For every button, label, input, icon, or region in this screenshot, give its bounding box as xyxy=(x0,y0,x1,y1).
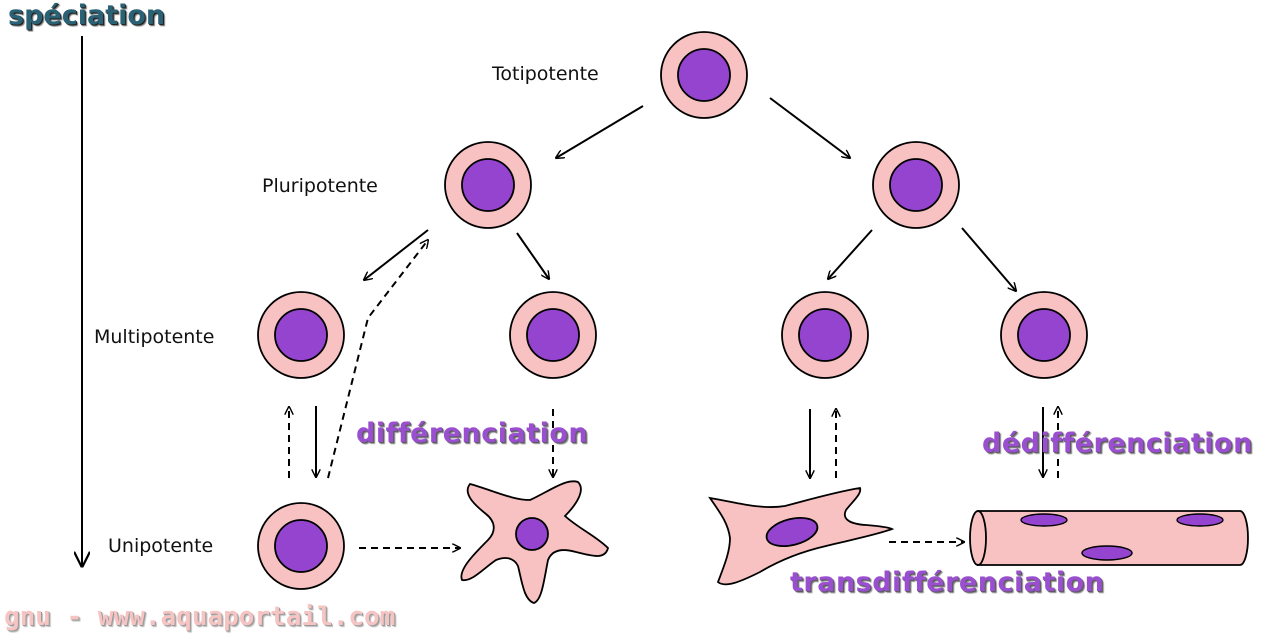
cell-pluripotent-right xyxy=(872,141,960,229)
cell-multipotent-1 xyxy=(257,291,345,379)
arrow-pluri-to-multi-2 xyxy=(516,232,549,279)
cell-multipotent-3 xyxy=(781,291,869,379)
cell-multipotent-2 xyxy=(509,291,597,379)
arrow-toti-to-pluri-left xyxy=(556,105,644,158)
label-unipotent: Unipotente xyxy=(108,535,214,557)
speciation-label: spéciation xyxy=(8,0,166,31)
cell-unipotent xyxy=(257,502,345,590)
cell-multipotent-4 xyxy=(1000,291,1088,379)
label-transdifferentiation: transdifférenciation xyxy=(790,567,1105,598)
muscle-fiber xyxy=(969,510,1249,566)
watermark: gnu - www.aquaportail.com xyxy=(4,602,396,632)
label-multipotent: Multipotente xyxy=(94,326,215,348)
label-pluripotent: Pluripotente xyxy=(262,175,378,197)
arrow-toti-to-pluri-right xyxy=(769,97,850,158)
label-totipotent: Totipotente xyxy=(492,63,599,85)
star-cell xyxy=(460,480,609,604)
arrow-pluri-to-multi-1 xyxy=(364,229,429,280)
dashed-uni-to-pluri xyxy=(327,240,428,479)
cell-totipotent xyxy=(660,31,748,119)
arrow-pluri-to-multi-3 xyxy=(828,229,873,279)
label-differentiation: différenciation xyxy=(356,418,589,449)
arrow-pluri-to-multi-4 xyxy=(961,227,1016,291)
cell-pluripotent-left xyxy=(444,141,532,229)
spindle-cell xyxy=(708,486,895,586)
label-dedifferentiation: dédifférenciation xyxy=(982,428,1253,459)
